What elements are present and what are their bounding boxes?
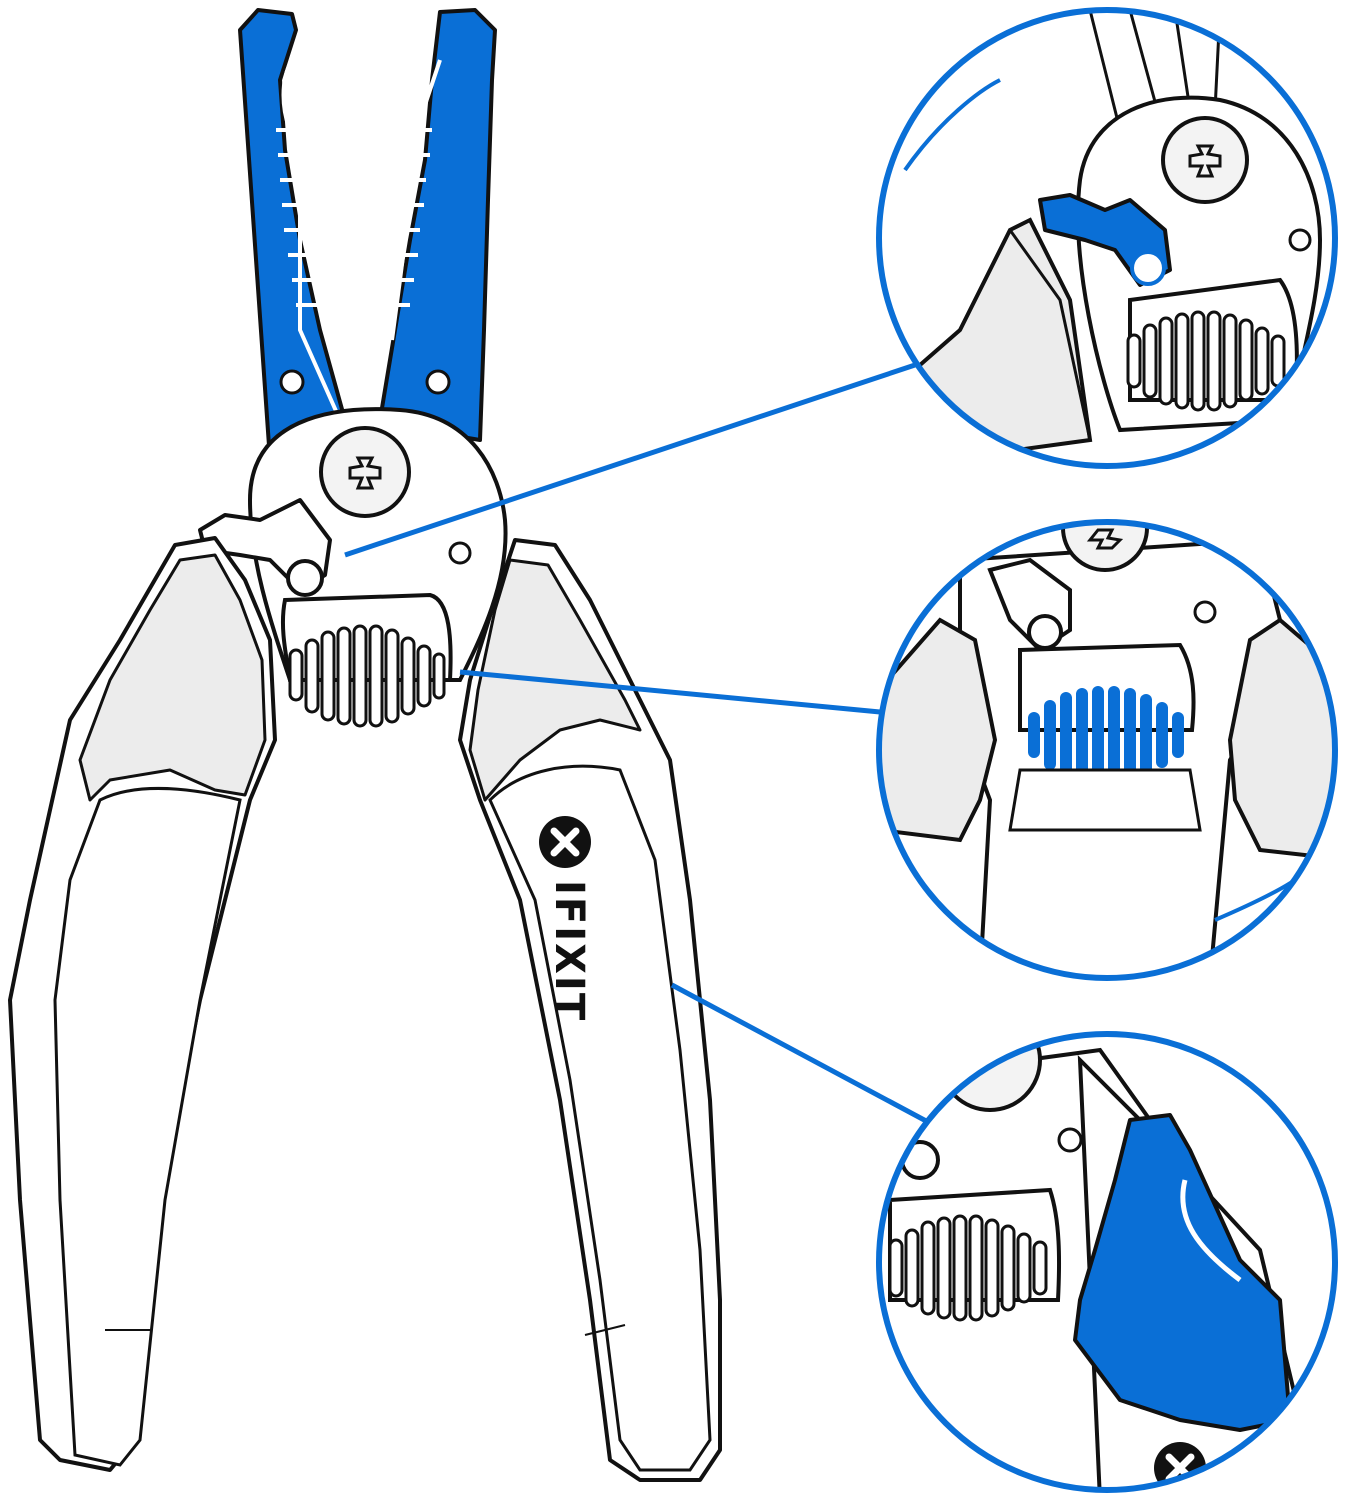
handle-grip-icon bbox=[1073, 1113, 1292, 1432]
spring-coil-icon bbox=[288, 624, 446, 728]
spring-lock-detail bbox=[876, 7, 1338, 469]
left-jaw-notches bbox=[276, 58, 342, 421]
left-handle-grip bbox=[78, 553, 267, 802]
right-jaw-notches bbox=[390, 59, 442, 341]
screw-cross-logo-icon bbox=[539, 816, 591, 868]
pivot-screw-cross-icon bbox=[348, 456, 382, 490]
left-jaw-hole bbox=[279, 369, 305, 395]
callout-lines bbox=[344, 362, 930, 1125]
right-handle-mark bbox=[584, 1324, 626, 1336]
callout-line-spring bbox=[459, 669, 881, 715]
brand-wordmark: IFIXIT bbox=[546, 880, 592, 1022]
callout-line-handle bbox=[670, 982, 930, 1125]
right-handle-inner bbox=[488, 764, 712, 1472]
right-jaw-hole bbox=[425, 369, 451, 395]
spring-coil-icon bbox=[1028, 686, 1184, 784]
handle-grip-detail bbox=[876, 1031, 1338, 1493]
callout-line-latch bbox=[344, 362, 916, 558]
pivot-screw bbox=[319, 426, 411, 518]
pivot-small-hole bbox=[448, 541, 472, 565]
left-handle-inner bbox=[53, 787, 242, 1467]
wire-stripper-tool: IFIXIT bbox=[8, 8, 722, 1482]
spring-detail bbox=[876, 519, 1338, 981]
latch-pin bbox=[286, 559, 324, 597]
